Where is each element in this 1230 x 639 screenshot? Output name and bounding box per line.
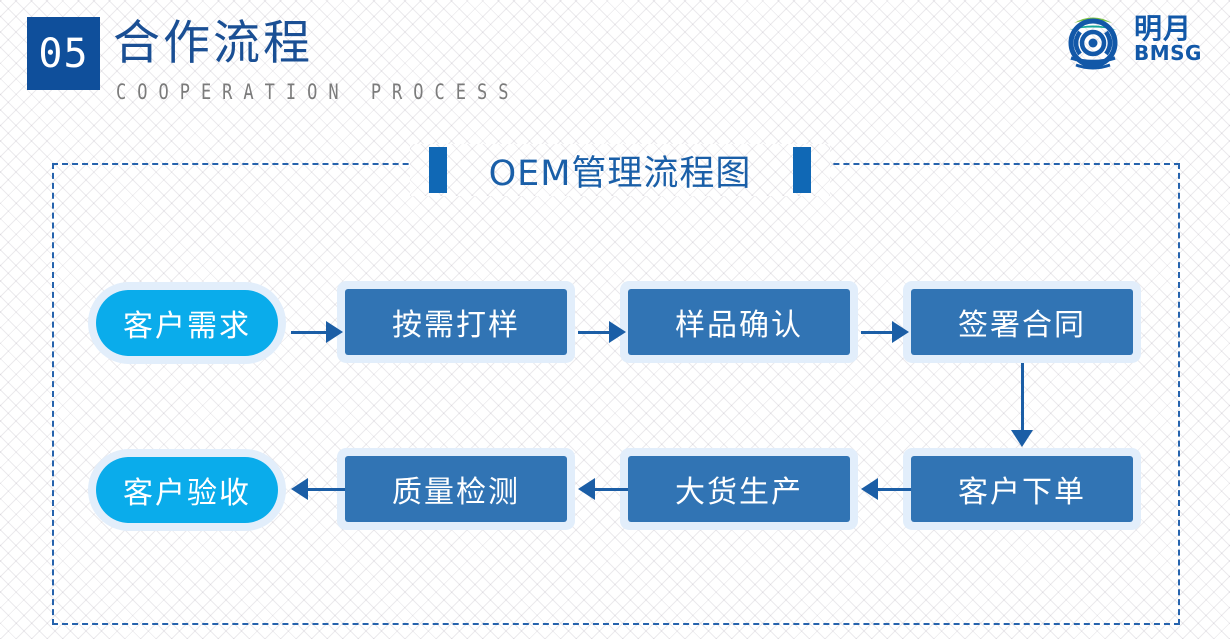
flow-node-label: 样品确认: [675, 308, 803, 343]
arrow-right-icon: [326, 321, 343, 343]
arrow-right-icon: [892, 321, 909, 343]
flow-node-label: 客户验收: [123, 476, 251, 511]
logo-name-cn: 明月: [1134, 12, 1193, 45]
section-number-badge: 05: [27, 17, 100, 90]
flow-edge-confirm-to-contract: [861, 321, 911, 343]
arrow-left-icon: [578, 478, 595, 500]
page-subtitle: COOPERATION PROCESS: [116, 80, 520, 105]
flowchart-title: OEM管理流程图: [488, 153, 752, 194]
flow-node-sampling[interactable]: 按需打样: [345, 289, 567, 355]
title-accent-bar-left: [428, 147, 447, 193]
page-header: 05 合作流程 COOPERATION PROCESS 明月 BMSG: [0, 0, 1230, 120]
flow-node-label: 签署合同: [958, 308, 1086, 343]
flow-edge-demand-to-sampling: [291, 321, 345, 343]
flow-edge-inspection-to-acceptance: [291, 478, 345, 500]
flow-edge-order-to-production: [861, 478, 911, 500]
title-accent-bar-right: [793, 147, 812, 193]
flow-edge-contract-to-order: [1011, 363, 1033, 450]
flow-node-sign-contract[interactable]: 签署合同: [911, 289, 1133, 355]
flow-node-label: 客户需求: [123, 309, 251, 344]
flow-edge-sampling-to-confirm: [578, 321, 628, 343]
arrow-right-icon: [609, 321, 626, 343]
flow-node-place-order[interactable]: 客户下单: [911, 456, 1133, 522]
page-title: 合作流程: [113, 18, 313, 70]
arrow-down-icon: [1011, 430, 1033, 447]
logo-name-en: BMSG: [1134, 41, 1202, 66]
flow-node-bulk-production[interactable]: 大货生产: [628, 456, 850, 522]
flow-node-customer-demand[interactable]: 客户需求: [96, 290, 278, 356]
flow-node-sample-confirm[interactable]: 样品确认: [628, 289, 850, 355]
brand-logo: 明月 BMSG: [1056, 8, 1216, 80]
flow-node-label: 大货生产: [675, 475, 803, 510]
logo-globe-icon: [1056, 10, 1130, 79]
arrow-left-icon: [861, 478, 878, 500]
flow-node-label: 按需打样: [392, 308, 520, 343]
flow-node-label: 质量检测: [392, 475, 520, 510]
flow-node-label: 客户下单: [958, 475, 1086, 510]
section-number-label: 05: [38, 30, 89, 77]
logo-wordmark: 明月 BMSG: [1134, 14, 1218, 64]
flow-edge-production-to-inspection: [578, 478, 628, 500]
flow-node-customer-acceptance[interactable]: 客户验收: [96, 457, 278, 523]
arrow-left-icon: [291, 478, 308, 500]
flow-node-quality-inspection[interactable]: 质量检测: [345, 456, 567, 522]
flowchart-title-group: OEM管理流程图: [410, 144, 830, 196]
